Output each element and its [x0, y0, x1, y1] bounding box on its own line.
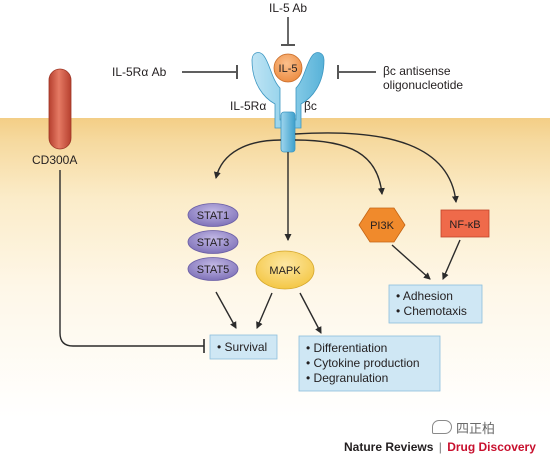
stat5-node: [187, 257, 239, 281]
arrow-stat-to-survival: [215, 291, 237, 329]
nfkb-label: NF-κB: [449, 219, 480, 231]
arrow-mapk-to-differentiation: [299, 292, 322, 334]
arrow-to-nfkb: [294, 132, 459, 204]
il5-ligand: [273, 53, 303, 83]
il5-ligand-label: IL-5: [279, 63, 298, 75]
watermark: 四正柏: [432, 418, 495, 437]
arrow-to-pi3k: [294, 139, 385, 196]
bc-label: βc: [304, 99, 317, 113]
chemotaxis-item: • Chemotaxis: [396, 304, 467, 318]
arrow-mapk-to-survival: [256, 292, 273, 329]
mapk-node: [255, 250, 315, 290]
differentiation-box: [298, 335, 441, 392]
adhesion-item: • Adhesion: [396, 289, 453, 303]
cd300a-label: CD300A: [32, 153, 77, 167]
stat3-node: [187, 230, 239, 254]
source-credit: Nature Reviews | Drug Discovery: [344, 440, 536, 454]
adhesion-box: [388, 284, 483, 324]
differentiation-item: • Differentiation: [306, 341, 387, 355]
pi3k-label: PI3K: [370, 220, 395, 232]
watermark-text: 四正柏: [456, 421, 496, 436]
cd300a-inhibition-line: [59, 170, 204, 347]
arrow-pi3k-to-adhesion: [391, 244, 431, 280]
stat1-node: [187, 203, 239, 227]
stat1-label: STAT1: [197, 210, 230, 222]
il5-receptor-complex: [251, 52, 325, 153]
il5ra-ab-label: IL-5Rα Ab: [112, 65, 167, 79]
survival-item: • Survival: [217, 340, 267, 354]
arrow-nfkb-to-adhesion: [442, 239, 461, 280]
stat5-label: STAT5: [197, 264, 230, 276]
stat3-label: STAT3: [197, 237, 230, 249]
credit-separator: |: [438, 440, 442, 454]
il5ra-label: IL-5Rα: [230, 99, 266, 113]
bc-antisense-label-line2: oligonucleotide: [383, 78, 463, 92]
degranulation-item: • Degranulation: [306, 371, 388, 385]
wechat-icon: [432, 420, 452, 434]
survival-box: [209, 334, 278, 360]
nfkb-node: [440, 209, 490, 238]
mapk-label: MAPK: [269, 265, 301, 277]
cytokine-production-item: • Cytokine production: [306, 356, 420, 370]
cd300a-receptor: [48, 68, 72, 150]
credit-publisher: Nature Reviews: [344, 440, 434, 454]
bc-antisense-label-line1: βc antisense: [383, 64, 451, 78]
credit-journal: Drug Discovery: [447, 440, 536, 454]
il5-ab-label: IL-5 Ab: [269, 1, 307, 15]
pi3k-node: [358, 207, 406, 243]
arrow-to-stat: [213, 139, 282, 180]
